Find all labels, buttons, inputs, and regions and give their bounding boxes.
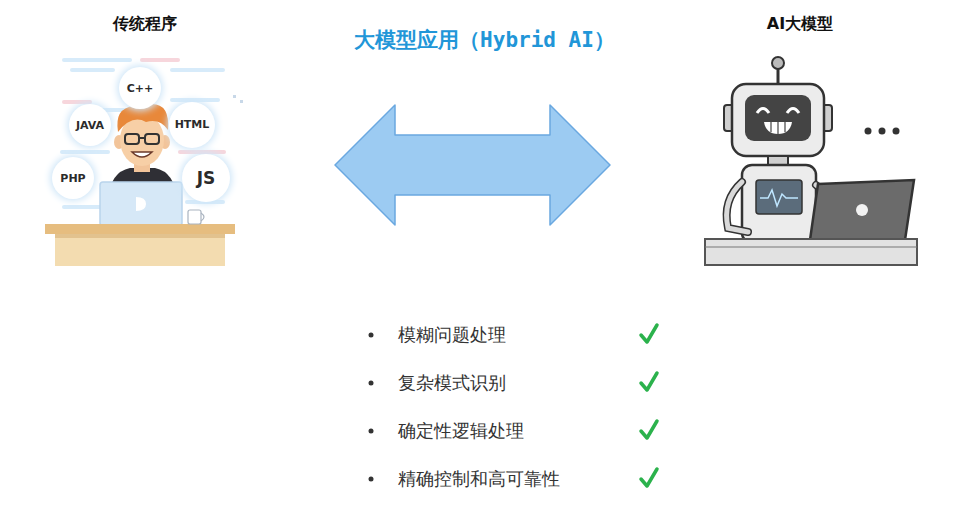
desk	[45, 210, 235, 266]
illustration-panel: 传统程序 C++ JAVA HTML PHP JS	[30, 8, 335, 270]
code-lines-part	[140, 58, 180, 62]
programmer-figure-part	[125, 134, 139, 144]
code-lines-part	[170, 68, 225, 72]
robot-figure-part	[777, 122, 778, 134]
list-bullets-part	[369, 381, 374, 386]
robot-laptop	[705, 180, 917, 265]
thinking-dots	[865, 128, 900, 135]
illustration-panel: AI大模型	[610, 8, 940, 270]
feature-item: 模糊问题处理	[398, 323, 506, 347]
robot-figure-part	[732, 84, 824, 156]
robot-laptop-part	[810, 180, 914, 240]
double-arrow	[335, 105, 610, 225]
robot-laptop-part	[705, 247, 917, 248]
code-lines-part	[233, 95, 236, 98]
robot-figure-part	[787, 109, 799, 114]
thinking-dots-part	[879, 128, 886, 135]
thinking-dots-part	[865, 128, 872, 135]
language-name: PHP	[60, 173, 85, 184]
list-bullets-part	[369, 477, 374, 482]
robot-figure-part	[764, 122, 792, 134]
robot-figure-part	[770, 122, 771, 132]
check-marks-part	[641, 373, 657, 390]
language-bubble: PHP	[52, 157, 94, 199]
robot-figure-part	[772, 57, 784, 69]
code-lines-part	[70, 68, 115, 72]
list-bullets-part	[369, 333, 374, 338]
panel-heading: 传统程序	[30, 14, 260, 34]
robot-figure-part	[784, 122, 785, 132]
check-marks-part	[641, 325, 657, 342]
language-bubble: C++	[119, 67, 161, 109]
robot-figure-part	[757, 109, 769, 114]
robot-laptop-part	[705, 239, 917, 265]
robot-figure-part	[756, 180, 802, 214]
robot-laptop-part	[856, 204, 868, 216]
check-marks-part	[641, 421, 657, 438]
feature-item: 精确控制和高可靠性	[398, 467, 560, 491]
desk-part	[45, 224, 235, 234]
robot-figure-part	[727, 182, 748, 232]
robot-figure-part	[745, 95, 811, 141]
language-name: JAVA	[76, 120, 104, 131]
programmer-figure-part	[132, 152, 152, 157]
language-bubble: JAVA	[69, 104, 111, 146]
programmer-figure-part	[145, 134, 159, 144]
laptop-part	[136, 197, 146, 211]
code-lines-part	[240, 100, 243, 103]
laptop-part	[100, 182, 182, 226]
language-name: HTML	[175, 119, 210, 130]
language-bubble: JS	[182, 154, 230, 202]
panel-heading: AI大模型	[710, 14, 890, 34]
programmer-figure-part	[139, 137, 145, 139]
list-bullets	[369, 333, 374, 482]
check-marks-part	[641, 469, 657, 486]
desk-part	[55, 234, 225, 238]
language-bubble: HTML	[169, 102, 216, 149]
feature-item: 确定性逻辑处理	[398, 419, 524, 443]
robot-figure-part	[742, 165, 816, 243]
language-name: C++	[127, 83, 154, 94]
code-lines-part	[60, 150, 110, 154]
feature-item: 复杂模式识别	[398, 371, 506, 395]
desk-part	[55, 234, 225, 266]
check-marks	[641, 325, 657, 486]
desk-part	[188, 210, 201, 224]
language-name: JS	[197, 170, 216, 187]
desk-part	[201, 213, 204, 221]
code-lines-part	[62, 205, 102, 209]
robot-figure-part	[760, 190, 798, 206]
robot-figure-part	[727, 182, 748, 232]
list-bullets-part	[369, 429, 374, 434]
thinking-dots-part	[893, 128, 900, 135]
laptop	[100, 182, 182, 226]
code-lines-part	[62, 58, 132, 62]
